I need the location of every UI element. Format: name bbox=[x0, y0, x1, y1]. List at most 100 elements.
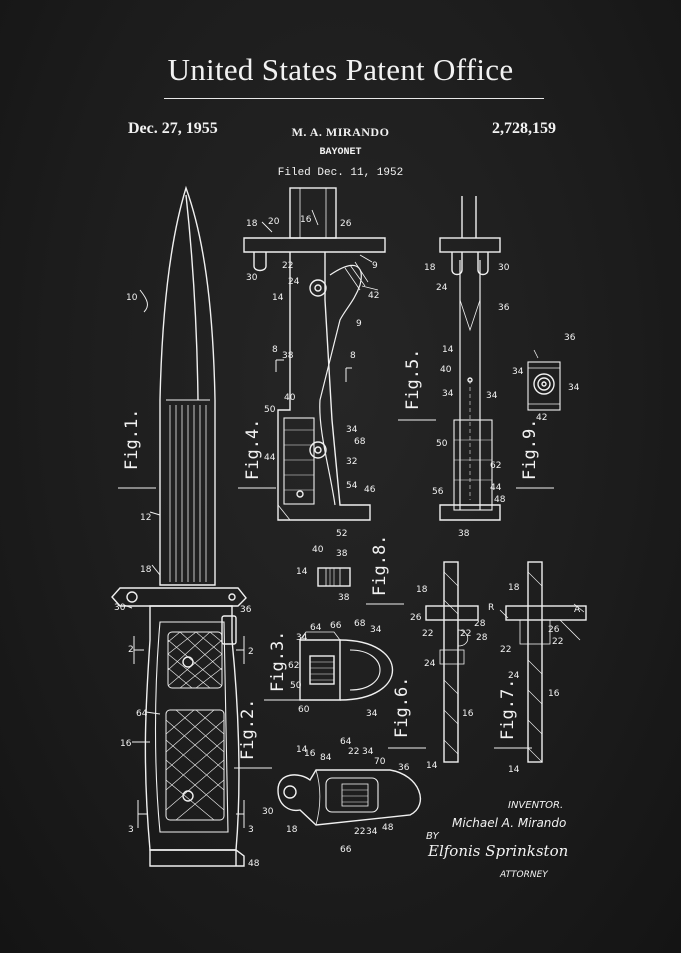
ref-2-right: 2 bbox=[248, 647, 254, 657]
fig2-ref-22b: 22 bbox=[354, 827, 365, 837]
fig9-ref-42: 42 bbox=[536, 413, 547, 423]
fig4-ref-22: 22 bbox=[282, 261, 293, 271]
fig6-ref-26: 26 bbox=[410, 613, 422, 623]
fig9-detail bbox=[527, 349, 561, 411]
fig5-ref-30: 30 bbox=[498, 263, 510, 273]
fig3-ref-62: 62 bbox=[288, 661, 299, 671]
fig3-ref-66: 66 bbox=[330, 621, 342, 631]
fig4-ref-20: 20 bbox=[268, 217, 280, 227]
blade-grooves bbox=[169, 405, 207, 582]
fig4-ref-32: 32 bbox=[346, 457, 357, 467]
grip-panel bbox=[154, 621, 229, 833]
fig2-ref-64: 64 bbox=[340, 737, 352, 747]
fig6-ref-14: 14 bbox=[426, 761, 438, 771]
fig7-ref-16: 16 bbox=[548, 689, 560, 699]
fig5-ref-36: 36 bbox=[498, 303, 510, 313]
fig4-ref-46: 46 bbox=[364, 485, 376, 495]
blade-fuller bbox=[185, 194, 199, 401]
fig5-side-section bbox=[439, 196, 501, 521]
fig5-ref-24: 24 bbox=[436, 283, 448, 293]
fig9-ref-36: 36 bbox=[564, 333, 576, 343]
fig2-ref-34: 34 bbox=[362, 747, 374, 757]
fig5-ref-62: 62 bbox=[490, 461, 501, 471]
fig5-ref-34: 34 bbox=[442, 389, 454, 399]
fig8-label: Fig.8. bbox=[370, 535, 390, 596]
fig7-ref-26: 26 bbox=[548, 625, 560, 635]
fig1-bayonet bbox=[111, 185, 247, 867]
fig5-label: Fig.5. bbox=[403, 349, 423, 410]
ref-36: 36 bbox=[240, 605, 252, 615]
fig2-ref-14: 14 bbox=[296, 745, 308, 755]
fig5-ref-56: 56 bbox=[432, 487, 444, 497]
grip-screw-lower bbox=[182, 790, 194, 802]
fig9-ref-34b: 34 bbox=[568, 383, 580, 393]
fig2-ref-66: 66 bbox=[340, 845, 352, 855]
fig8-ref-14: 14 bbox=[296, 567, 308, 577]
fig2-label: Fig.2. bbox=[238, 699, 258, 760]
fig4-ref-9-top: 9 bbox=[372, 261, 378, 271]
ref-16: 16 bbox=[120, 739, 132, 749]
fig5-ref-14: 14 bbox=[442, 345, 454, 355]
fig8-ref-40: 40 bbox=[312, 545, 324, 555]
section-line-2 bbox=[133, 636, 245, 664]
ref-12: 12 bbox=[140, 513, 151, 523]
fig2-ref-22: 22 bbox=[348, 747, 359, 757]
fig4-ref-14: 14 bbox=[272, 293, 284, 303]
reference-numerals: 10 12 18 30 36 2 2 64 16 3 3 48 18 20 16… bbox=[114, 215, 581, 869]
fig6-ref-28: 28 bbox=[474, 619, 486, 629]
fig3-ref-68: 68 bbox=[354, 619, 366, 629]
fig5-ref-38: 38 bbox=[458, 529, 470, 539]
attorney-signature: Elfonis Sprinkston bbox=[428, 842, 569, 860]
inventor-header: M. A. MIRANDO bbox=[291, 125, 390, 139]
fig4-ref-26: 26 bbox=[340, 219, 352, 229]
ref-3-left: 3 bbox=[128, 825, 134, 835]
figure-underlines bbox=[118, 419, 554, 769]
ref-10: 10 bbox=[126, 293, 138, 303]
fig4-ref-52: 52 bbox=[336, 529, 347, 539]
title-underline bbox=[164, 98, 544, 99]
fig4-ref-18: 18 bbox=[246, 219, 258, 229]
fig4-ref-8-left: 8 bbox=[272, 345, 278, 355]
fig4-label: Fig.4. bbox=[243, 419, 263, 480]
fig3-ref-34: 34 bbox=[296, 633, 308, 643]
grip-checkering bbox=[165, 631, 225, 821]
fig2-ref-48: 48 bbox=[382, 823, 394, 833]
fig4-ref-16: 16 bbox=[300, 215, 312, 225]
fig5-ref-44: 44 bbox=[490, 483, 502, 493]
ref-3-right: 3 bbox=[248, 825, 254, 835]
fig3-ref-64: 64 bbox=[310, 623, 322, 633]
fig9-ref-34: 34 bbox=[512, 367, 524, 377]
ref-18: 18 bbox=[140, 565, 152, 575]
fig5-ref-18: 18 bbox=[424, 263, 436, 273]
fig5-ref-40: 40 bbox=[440, 365, 452, 375]
fig4-ref-40: 40 bbox=[284, 393, 296, 403]
fig8-ref-38: 38 bbox=[336, 549, 348, 559]
fig2-cross-section bbox=[277, 769, 421, 826]
pommel bbox=[149, 849, 245, 867]
fig7-ref-22b: 22 bbox=[552, 637, 563, 647]
crossguard bbox=[111, 587, 247, 607]
fig4-handle-section bbox=[243, 187, 386, 521]
office-title: United States Patent Office bbox=[167, 52, 514, 87]
patent-number: 2,728,159 bbox=[492, 120, 556, 137]
fig6-sheath-section bbox=[425, 561, 479, 763]
fig6-ref-22: 22 bbox=[422, 629, 433, 639]
fig7-ref-14: 14 bbox=[508, 765, 520, 775]
fig1-label: Fig.1. bbox=[122, 409, 142, 470]
fig3-ref-34c: 34 bbox=[366, 709, 378, 719]
fig7-sheath-section bbox=[499, 561, 587, 763]
filed-date: Filed Dec. 11, 1952 bbox=[277, 167, 404, 179]
fig4-ref-54: 54 bbox=[346, 481, 358, 491]
fig7-ref-24: 24 bbox=[508, 671, 520, 681]
fig4-ref-42: 42 bbox=[368, 291, 379, 301]
fig2-ref-30: 30 bbox=[262, 807, 274, 817]
by-label: BY bbox=[426, 831, 439, 842]
fig6-ref-18: 18 bbox=[416, 585, 428, 595]
ref-64: 64 bbox=[136, 709, 148, 719]
fig6-label: Fig.6. bbox=[392, 677, 412, 738]
fig7-ref-18: 18 bbox=[508, 583, 520, 593]
fig6-ref-24: 24 bbox=[424, 659, 436, 669]
fig4-ref-34: 34 bbox=[346, 425, 358, 435]
